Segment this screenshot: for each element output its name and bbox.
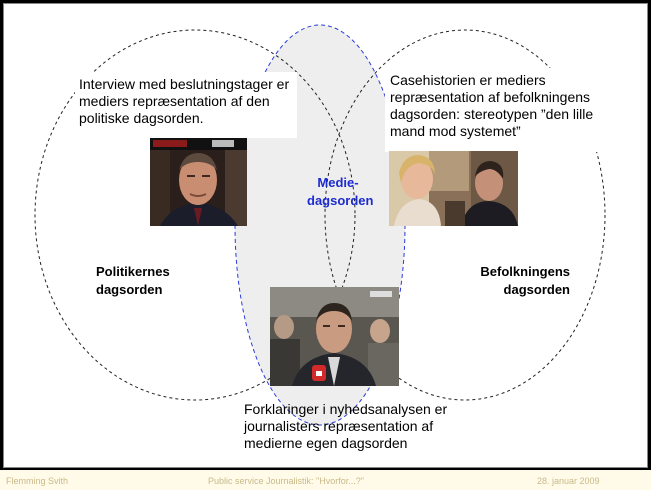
media-agenda-label: Medie-dagsorden — [298, 174, 378, 210]
footer-author: Flemming Svith — [6, 476, 69, 486]
reporter-photo — [270, 287, 399, 386]
media-agenda-label-text: Medie-dagsorden — [307, 175, 374, 208]
top-right-text: Casehistorien er mediers repræsentation … — [390, 72, 594, 139]
top-left-text-box — [75, 72, 297, 138]
footer: Flemming Svith Public service Journalist… — [0, 470, 651, 490]
family-photo — [389, 151, 518, 226]
politicians-agenda-label-text: Politikernes dagsorden — [96, 264, 170, 297]
footer-date: 28. januar 2009 — [537, 476, 600, 486]
population-circle — [324, 29, 606, 401]
politician-photo — [150, 138, 247, 226]
top-left-text: Interview med beslutningstager er medier… — [79, 76, 290, 126]
top-right-text-box — [385, 68, 617, 152]
politicians-circle — [34, 29, 356, 401]
footer-title: Public service Journalistik: "Hvorfor...… — [208, 476, 364, 486]
population-agenda-label-text: Befolkningens dagsorden — [480, 264, 570, 297]
bottom-text: Forklaringer i nyhedsanalysen er journal… — [244, 401, 448, 451]
politicians-agenda-label: Politikernes dagsorden — [96, 263, 206, 299]
population-agenda-label: Befolkningens dagsorden — [450, 263, 570, 299]
